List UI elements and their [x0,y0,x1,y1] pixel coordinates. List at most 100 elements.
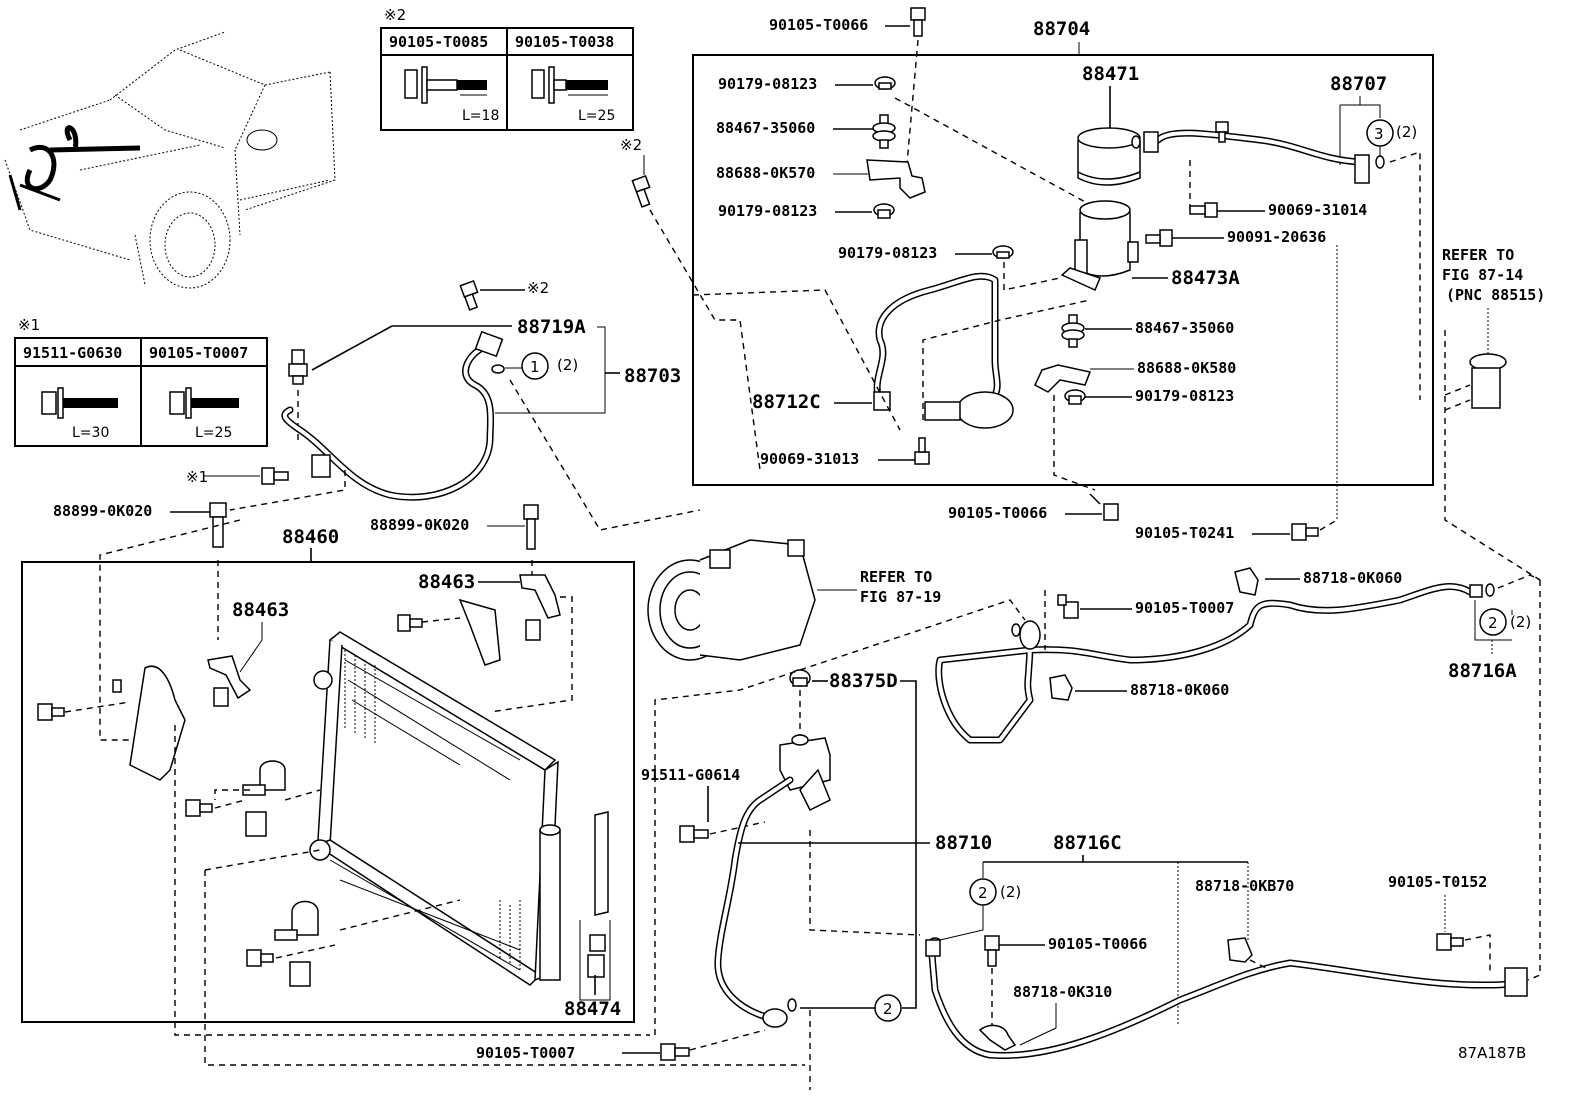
assembly-88704-label[interactable]: 88704 [1033,18,1090,40]
part-88718-0KB70-label[interactable]: 88718-0KB70 [1195,877,1294,895]
ref-quantity: (2) [1396,123,1417,141]
marker-1-label: ※1 [186,468,208,486]
bracket-icon [1034,364,1092,393]
reference-line: (PNC 88515) [1446,286,1545,304]
pipe-fitting-icon [873,391,891,411]
o-ring-icon [491,364,505,374]
part-88688-0K570-label[interactable]: 88688-0K570 [716,164,815,182]
bolt-icon [246,949,274,967]
part-88473A-label[interactable]: 88473A [1171,267,1240,289]
pipe-fitting-icon [925,939,941,957]
assembly-88716A-label[interactable]: 88716A [1448,660,1517,682]
assembly-88710-label[interactable]: 88710 [935,832,992,854]
bolt-length: L=25 [195,425,232,441]
expansion-valve-reference: REFER TO FIG 87-14 (PNC 88515) [1442,246,1545,581]
nut-icon [873,203,895,219]
clip-icon [1227,937,1253,963]
part-88474-label[interactable]: 88474 [564,998,621,1020]
grommet-icon [872,114,896,149]
bolt-icon [37,703,65,721]
condenser-core-icon [309,631,561,986]
bolt-icon [1189,202,1218,218]
assembly-88460-label[interactable]: 88460 [282,526,339,548]
part-90105-T0066-label[interactable]: 90105-T0066 [769,16,868,34]
bracket-icon [458,598,501,666]
note-marker-2: ※2 [384,6,406,24]
ref-circle-2-number: 2 [1488,614,1498,632]
o-ring-icon [1375,155,1385,169]
note-part-90105-T0038: 90105-T0038 [515,33,614,51]
pipe-fitting-icon [1131,131,1159,153]
bolt-icon [185,799,213,817]
part-90105-T0241-label[interactable]: 90105-T0241 [1135,524,1234,542]
part-90179-08123-label[interactable]: 90179-08123 [718,75,817,93]
pipe-fitting-icon [1354,154,1370,184]
bolt-icon [660,1043,690,1061]
pipe-fitting-icon [1011,620,1041,650]
reference-line: REFER TO [1442,246,1514,264]
part-88712C-label[interactable]: 88712C [752,391,821,413]
part-90105-T0152-label[interactable]: 90105-T0152 [1388,873,1487,891]
assembly-88703-label[interactable]: 88703 [624,365,681,387]
part-90091-20636-label[interactable]: 90091-20636 [1227,228,1326,246]
assembly-88375D-label[interactable]: 88375D [829,670,898,692]
part-88471-label[interactable]: 88471 [1082,63,1139,85]
pipe-fitting-icon [762,1008,788,1028]
part-91511-G0614-label[interactable]: 91511-G0614 [641,766,740,784]
bolt-note-table-2: ※2 90105-T0085 90105-T0038 L=18 L=25 [380,6,634,131]
bolt-icon [397,614,423,632]
note-part-90105-T0007: 90105-T0007 [149,344,248,362]
part-90105-T0007-label[interactable]: 90105-T0007 [1135,599,1234,617]
clip-icon [978,1024,1017,1051]
ref-circle-3-number: 3 [1374,125,1384,143]
bolt-icon [169,387,239,419]
part-90105-T0066-label[interactable]: 90105-T0066 [948,504,1047,522]
bracket-icon [207,655,252,707]
service-valve-icon [779,734,831,812]
assembly-88716C-label[interactable]: 88716C [1053,832,1122,854]
part-88467-35060-label[interactable]: 88467-35060 [1135,319,1234,337]
part-90105-T0066-label[interactable]: 90105-T0066 [1048,935,1147,953]
part-90069-31013-label[interactable]: 90069-31013 [760,450,859,468]
clip-icon [1234,567,1259,596]
o-ring-icon [787,998,797,1012]
nut-icon [992,245,1014,259]
part-88718-0K060-label[interactable]: 88718-0K060 [1303,569,1402,587]
part-88899-0K020-label[interactable]: 88899-0K020 [370,516,469,534]
part-88463-label[interactable]: 88463 [418,571,475,593]
bolt-icon [1145,229,1173,247]
clamp-icon [242,760,286,837]
part-90179-08123-label[interactable]: 90179-08123 [838,244,937,262]
assembly-88710-group: 88375D 91511-G0614 88710 2 90105-T0007 [476,599,1026,1090]
bolt-length: L=30 [72,425,109,441]
pipe-fitting-icon [1504,967,1528,997]
part-90179-08123-label[interactable]: 90179-08123 [1135,387,1234,405]
ref-circle-2 [1479,608,1507,636]
bolt-icon [1057,594,1079,619]
grommet-icon [1061,314,1085,348]
part-88467-35060-label[interactable]: 88467-35060 [716,119,815,137]
nut-icon [1064,389,1086,405]
assembly-88716C-group: 88716C 2 (2) 90105-T0066 88718-0K310 887… [925,580,1541,1060]
part-88718-0K310-label[interactable]: 88718-0K310 [1013,983,1112,1001]
nut-icon [874,76,896,90]
cap-icon [789,669,811,687]
bolt-icon [914,437,930,465]
part-90069-31014-label[interactable]: 90069-31014 [1268,201,1367,219]
note-marker-1: ※1 [18,316,40,334]
part-90179-08123-label[interactable]: 90179-08123 [718,202,817,220]
assembly-88707-label[interactable]: 88707 [1330,73,1387,95]
clamp-icon [274,900,319,987]
part-90105-T0007-label[interactable]: 90105-T0007 [476,1044,575,1062]
bolt-icon [910,7,926,37]
part-88899-0K020-label[interactable]: 88899-0K020 [53,502,152,520]
note-part-90105-T0085: 90105-T0085 [389,33,488,51]
note-part-91511-G0630: 91511-G0630 [23,344,122,362]
part-88719A-label[interactable]: 88719A [517,316,586,338]
part-88463-label[interactable]: 88463 [232,599,289,621]
reference-line: FIG 87-14 [1442,266,1523,284]
part-88718-0K060-label[interactable]: 88718-0K060 [1130,681,1229,699]
assembly-88716A-group: 88718-0K060 90105-T0007 88718-0K060 2 (2… [935,567,1541,744]
filter-element-icon [587,811,609,978]
part-88688-0K580-label[interactable]: 88688-0K580 [1137,359,1236,377]
